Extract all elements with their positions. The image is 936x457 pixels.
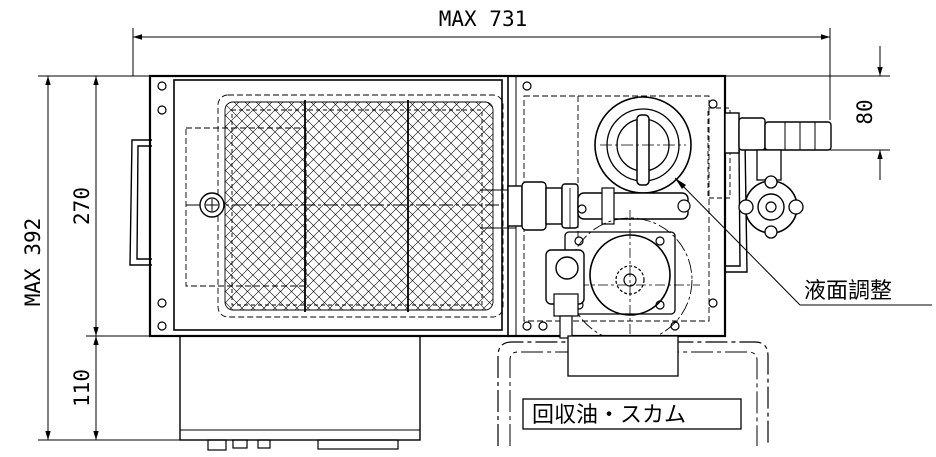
level-adjust-label: 液面調整 [804, 279, 892, 304]
level-adjust-arrow [675, 178, 686, 189]
left-handle [129, 139, 152, 266]
dimension-width-total-label: MAX 731 [439, 7, 528, 31]
left-compartment [173, 79, 516, 331]
dimension-width-total [132, 28, 831, 120]
junction-box [545, 249, 585, 339]
lower-tank [179, 335, 421, 451]
dimension-height-total [38, 75, 180, 441]
float-knob [199, 192, 225, 218]
dimension-height-total-label: MAX 392 [21, 218, 45, 307]
gate-valve-handwheel [738, 149, 804, 239]
dimension-height-body [86, 76, 180, 337]
dimension-height-lower-label: 110 [70, 369, 94, 407]
outlet-fitting [724, 112, 832, 154]
recovered-oil-label: 回収油・スカム [532, 403, 686, 428]
connecting-pipe [507, 181, 691, 231]
level-adjust-leader [674, 177, 801, 306]
dimension-outlet-offset-label: 80 [853, 99, 877, 124]
collection-container [497, 335, 769, 446]
recovered-oil-label-box [522, 398, 742, 430]
dimension-outlet-offset [720, 46, 890, 180]
skimmer-bowl [594, 96, 692, 194]
dimension-height-body-label: 270 [70, 187, 94, 225]
